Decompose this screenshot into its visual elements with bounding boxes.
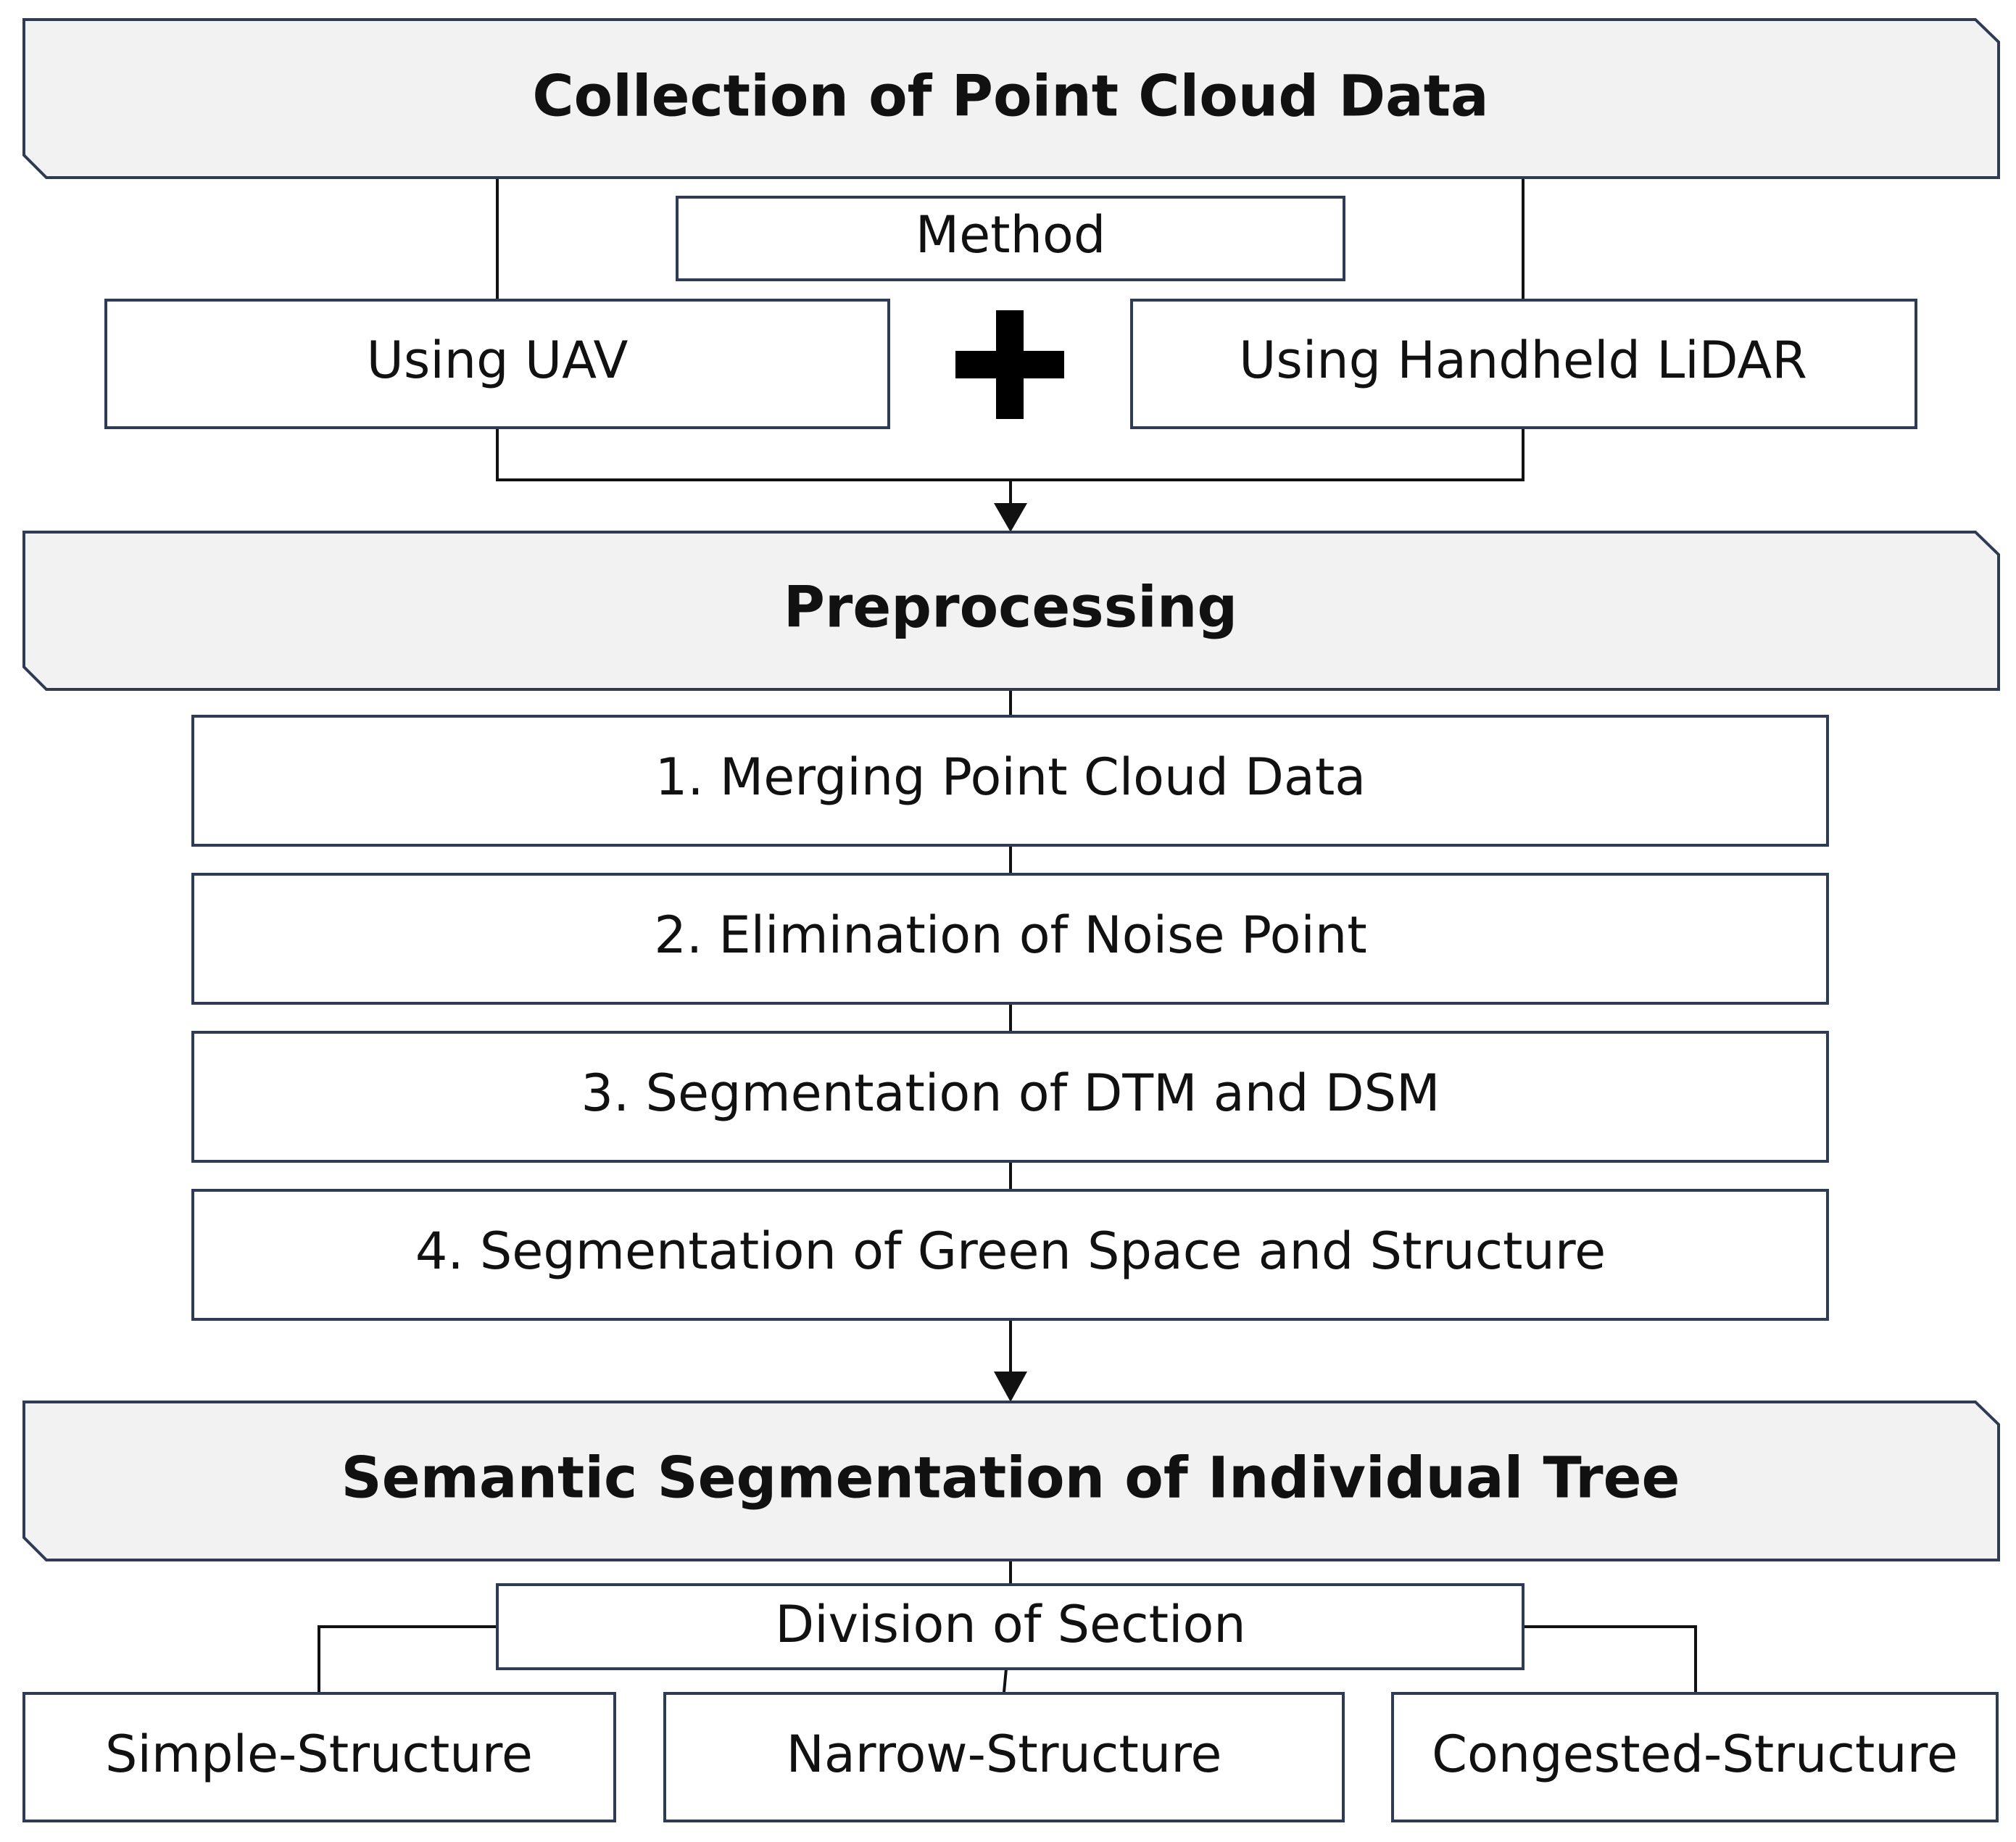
preprocessing-step-box <box>191 1031 1829 1163</box>
arrow-down-icon <box>994 1372 1027 1402</box>
section-box-congested <box>1391 1692 1999 1822</box>
segmentation-title: Semantic Segmentation of Individual Tree <box>341 1445 1680 1511</box>
collection-header-shape <box>22 18 2000 179</box>
preprocessing-step-label: 3. Segmentation of DTM and DSM <box>581 1063 1440 1123</box>
segmentation-stage: Semantic Segmentation of Individual Tree… <box>22 1401 2000 1822</box>
preprocessing-title: Preprocessing <box>784 575 1238 640</box>
preprocessing-step-label: 1. Merging Point Cloud Data <box>655 747 1366 807</box>
connector-division-to-congested <box>1523 1625 1697 1692</box>
arrow-down-icon <box>994 503 1027 532</box>
uav-option-box <box>104 299 890 429</box>
preprocessing-step-label: 2. Elimination of Noise Point <box>654 905 1366 965</box>
preprocessing-header-shape <box>22 531 2000 691</box>
plus-icon <box>955 310 1064 419</box>
lidar-option-label: Using Handheld LiDAR <box>1239 331 1807 390</box>
division-box <box>496 1583 1525 1670</box>
section-label-simple: Simple-Structure <box>105 1725 533 1784</box>
section-label-congested: Congested-Structure <box>1432 1725 1958 1784</box>
connectors <box>318 178 1697 1693</box>
uav-option-label: Using UAV <box>367 331 629 390</box>
collection-stage: Collection of Point Cloud Data Method Us… <box>22 18 2000 429</box>
preprocessing-step-box <box>191 1189 1829 1321</box>
collection-title: Collection of Point Cloud Data <box>532 64 1488 129</box>
method-box <box>676 196 1345 281</box>
division-label: Division of Section <box>775 1595 1245 1654</box>
lidar-option-box <box>1130 299 1917 429</box>
preprocessing-step-box <box>191 873 1829 1005</box>
section-box-simple <box>22 1692 616 1822</box>
preprocessing-step-box <box>191 715 1829 847</box>
section-label-narrow: Narrow-Structure <box>786 1725 1221 1784</box>
method-label: Method <box>916 205 1106 265</box>
connector-division-to-narrow <box>1003 1668 1008 1693</box>
segmentation-header-shape <box>22 1401 2000 1561</box>
preprocessing-stage: Preprocessing 1. Merging Point Cloud Dat… <box>22 531 2000 1321</box>
preprocessing-step-label: 4. Segmentation of Green Space and Struc… <box>415 1221 1606 1281</box>
connector-division-to-simple <box>318 1625 497 1692</box>
connector-options-merge <box>496 428 1525 481</box>
section-box-narrow <box>663 1692 1345 1822</box>
